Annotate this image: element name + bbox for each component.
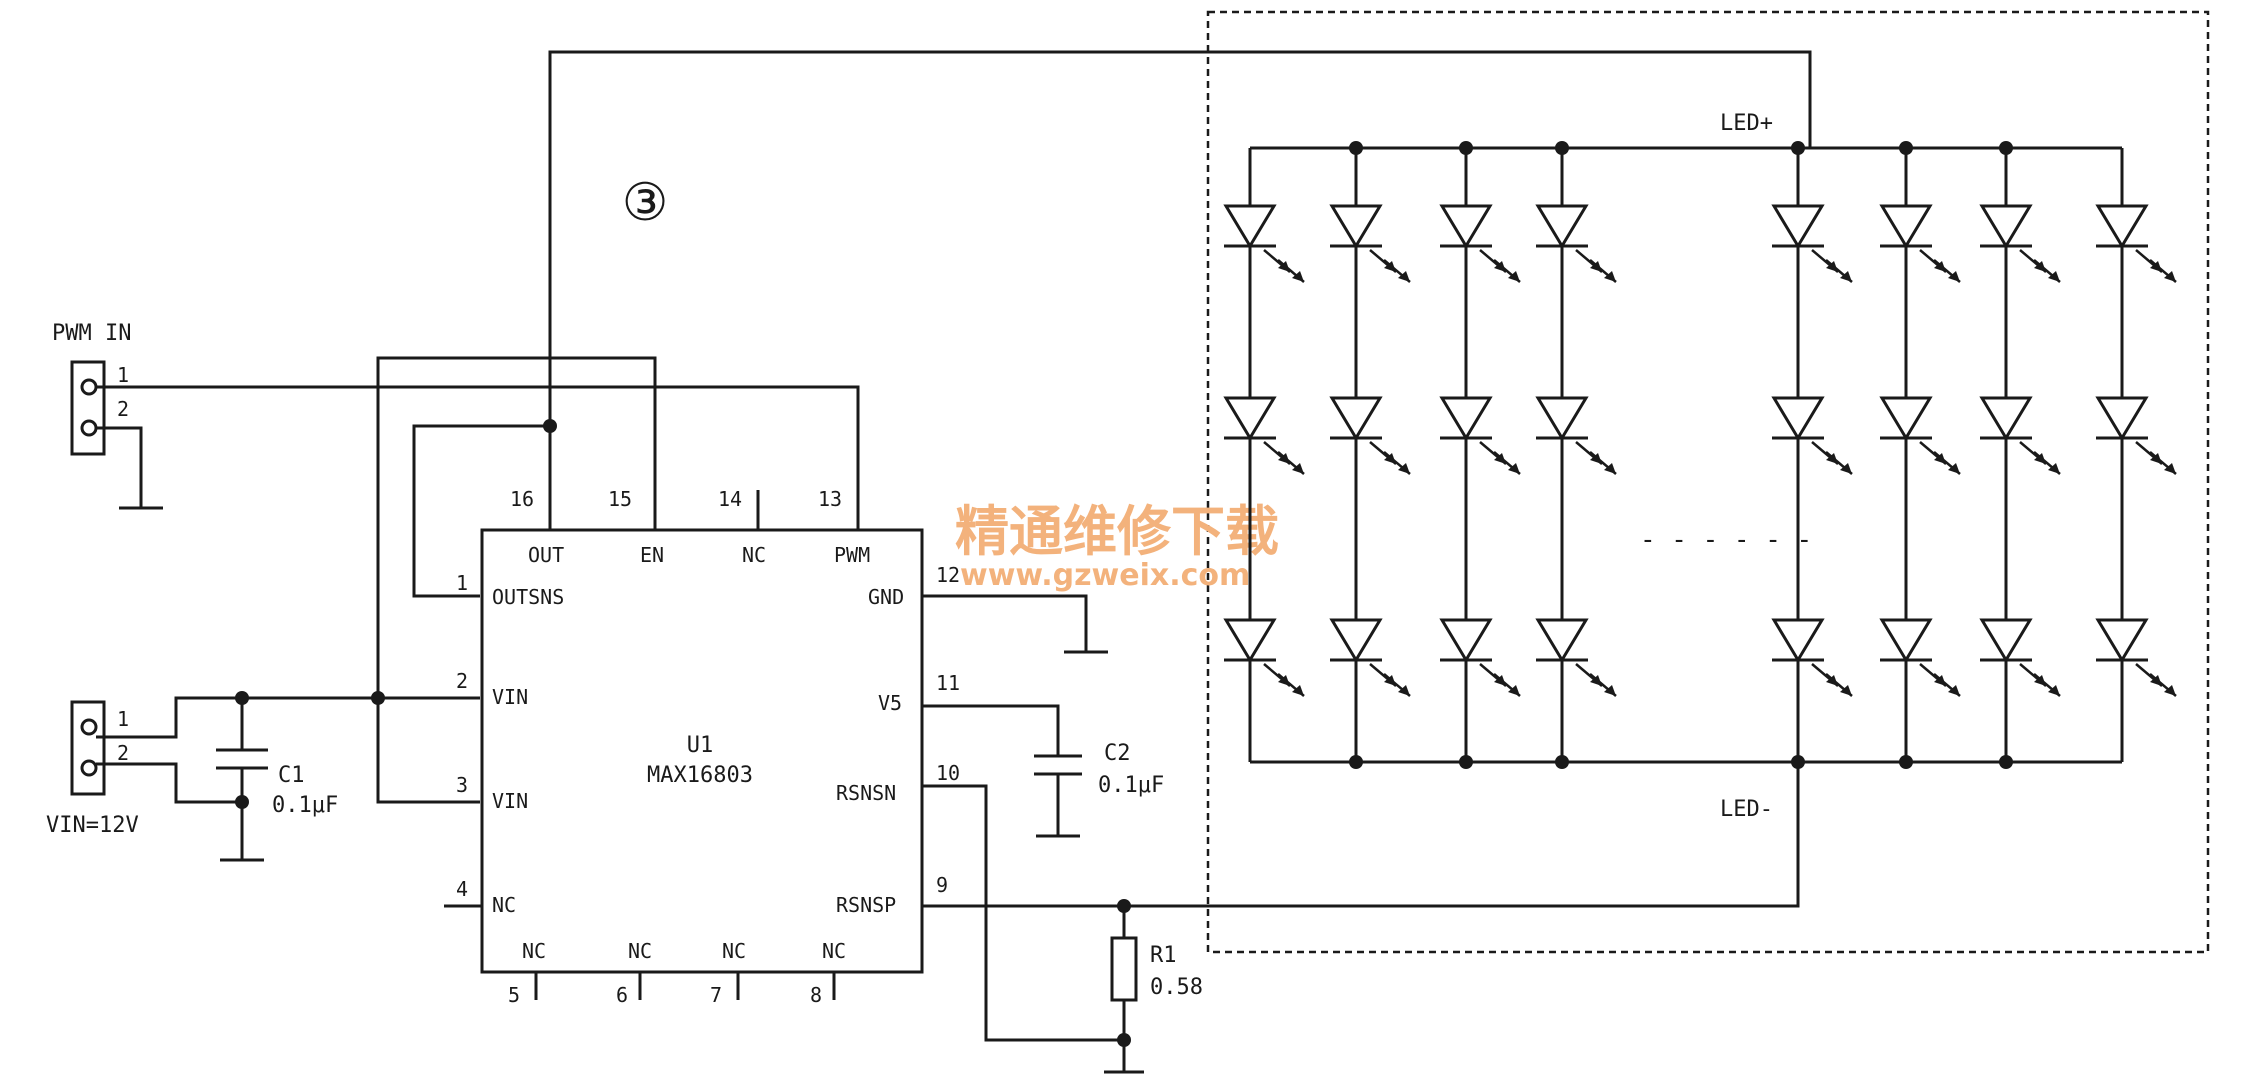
led-minus-label: LED-: [1720, 797, 1773, 822]
led-diode-icon: [2094, 396, 2178, 476]
c1-ref: C1: [278, 763, 305, 788]
junction-node: [1349, 755, 1363, 769]
c1-value: 0.1μF: [272, 793, 338, 818]
c2-value: 0.1μF: [1098, 773, 1164, 798]
led-diode-icon: [1978, 618, 2062, 698]
pin-6-name: NC: [628, 939, 652, 963]
vin-pin2: 2: [117, 741, 129, 765]
pin-8-name: NC: [822, 939, 846, 963]
pin-6-num: 6: [616, 983, 628, 1007]
ic-u1: U1 MAX16803 16 OUT 15 EN 14 NC 13 PWM 1 …: [444, 487, 960, 1007]
pin-10-num: 10: [936, 761, 960, 785]
junction-node: [1459, 755, 1473, 769]
capacitor-c2: C2 0.1μF: [1034, 741, 1164, 838]
led-diode-icon: [1878, 204, 1962, 284]
junction-node: [1899, 755, 1913, 769]
led-diode-icon: [1878, 396, 1962, 476]
led-diode-icon: [1878, 618, 1962, 698]
pin-7-name: NC: [722, 939, 746, 963]
led-diode-icon: [1770, 618, 1854, 698]
pin-3-num: 3: [456, 773, 468, 797]
led-diode-icon: [1534, 204, 1618, 284]
led-diode-icon: [1222, 618, 1306, 698]
led-diode-icon: [1978, 204, 2062, 284]
pin-7-num: 7: [710, 983, 722, 1007]
led-diode-icon: [1534, 618, 1618, 698]
led-diode-icon: [1534, 396, 1618, 476]
led-diode-icon: [1770, 204, 1854, 284]
watermark-cn: 精通维修下载: [955, 500, 1279, 563]
pin-4-num: 4: [456, 877, 468, 901]
pin-1-num: 1: [456, 571, 468, 595]
pin-4-name: NC: [492, 893, 516, 917]
vin-connector: 1 2 VIN=12V: [46, 700, 139, 838]
pin-13-name: PWM: [834, 543, 870, 567]
led-diode-icon: [2094, 618, 2178, 698]
led-diode-icon: [1438, 204, 1522, 284]
pin-5-num: 5: [508, 983, 520, 1007]
led-diode-icon: [2094, 204, 2178, 284]
r1-ref: R1: [1150, 943, 1177, 968]
pin-15-name: EN: [640, 543, 664, 567]
pin-16-name: OUT: [528, 543, 564, 567]
pin-12-name: GND: [868, 585, 904, 609]
circled-marker: ③: [622, 174, 669, 232]
pwm-in-pin1: 1: [117, 363, 129, 387]
led-plus-label: LED+: [1720, 111, 1773, 136]
junction-node: [1999, 755, 2013, 769]
junction-node: [1999, 141, 2013, 155]
c2-ref: C2: [1104, 741, 1131, 766]
junction-node: [1459, 141, 1473, 155]
pin-10-name: RSNSN: [836, 781, 896, 805]
ic-part: MAX16803: [647, 763, 753, 788]
pin-12-num: 12: [936, 563, 960, 587]
pin-9-name: RSNSP: [836, 893, 896, 917]
pin-9-num: 9: [936, 873, 948, 897]
junction-node: [1555, 755, 1569, 769]
junction-node: [1791, 141, 1805, 155]
ic-ref: U1: [687, 733, 714, 758]
led-diode-icon: [1328, 396, 1412, 476]
vin-pin1: 1: [117, 707, 129, 731]
pin-11-num: 11: [936, 671, 960, 695]
pwm-in-pin2: 2: [117, 397, 129, 421]
junction-node: [1349, 141, 1363, 155]
pin-2-name: VIN: [492, 685, 528, 709]
pwm-in-title: PWM IN: [52, 321, 131, 346]
led-diode-icon: [1222, 204, 1306, 284]
pin-2-num: 2: [456, 669, 468, 693]
watermark-url: www.gzweix.com: [960, 558, 1250, 593]
led-diode-icon: [1328, 618, 1412, 698]
led-diode-icon: [1328, 204, 1412, 284]
pin-16-num: 16: [510, 487, 534, 511]
pin-5-name: NC: [522, 939, 546, 963]
vin-title: VIN=12V: [46, 813, 139, 838]
pin-14-name: NC: [742, 543, 766, 567]
resistor-r1: R1 0.58: [1104, 906, 1203, 1074]
pin-8-num: 8: [810, 983, 822, 1007]
pin-15-num: 15: [608, 487, 632, 511]
junction-node: [1791, 755, 1805, 769]
led-array-ellipsis: - - - - - -: [1640, 525, 1812, 555]
junction-node: [1899, 141, 1913, 155]
pin-3-name: VIN: [492, 789, 528, 813]
led-diode-icon: [1770, 396, 1854, 476]
r1-value: 0.58: [1150, 975, 1203, 1000]
pin-11-name: V5: [878, 691, 902, 715]
led-diode-icon: [1438, 396, 1522, 476]
pin-1-name: OUTSNS: [492, 585, 564, 609]
led-diode-icon: [1438, 618, 1522, 698]
led-array: [1222, 141, 2178, 769]
pin-13-num: 13: [818, 487, 842, 511]
capacitor-c1: C1 0.1μF: [216, 698, 338, 862]
led-module-boundary: [1206, 10, 2210, 954]
junction-node: [1555, 141, 1569, 155]
led-diode-icon: [1978, 396, 2062, 476]
pwm-in-connector: PWM IN 1 2: [52, 321, 131, 456]
led-diode-icon: [1222, 396, 1306, 476]
pin-14-num: 14: [718, 487, 742, 511]
